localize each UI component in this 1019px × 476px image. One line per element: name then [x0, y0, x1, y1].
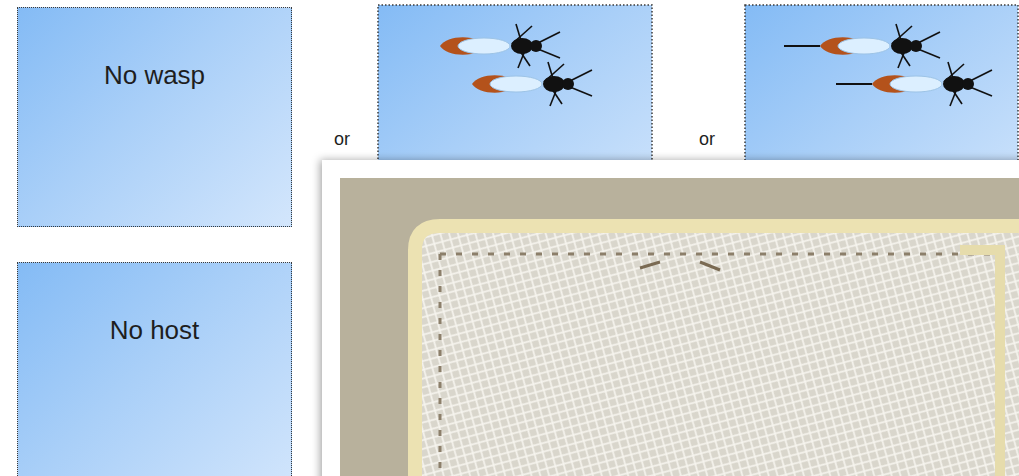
wasp-icon	[440, 24, 560, 68]
connector-word: or	[699, 129, 715, 150]
cage-frame	[415, 226, 1019, 476]
connector-word: or	[334, 129, 350, 150]
wasp-icon	[820, 24, 940, 68]
photo-background	[340, 178, 1019, 476]
photo-frame	[322, 160, 1019, 476]
cage-frame	[960, 250, 1000, 476]
wasp-icon	[872, 62, 992, 106]
cage-seam	[440, 254, 1000, 476]
ovipositor	[836, 83, 872, 85]
box-label: No wasp	[18, 8, 291, 90]
condition-box: No host	[17, 262, 292, 476]
insect-specks	[640, 262, 720, 270]
condition-box: No wasp	[17, 7, 292, 227]
box-label: No host	[18, 263, 291, 345]
mesh-cage	[415, 226, 1019, 476]
wasp-icon	[472, 62, 592, 106]
ovipositor	[784, 45, 820, 47]
